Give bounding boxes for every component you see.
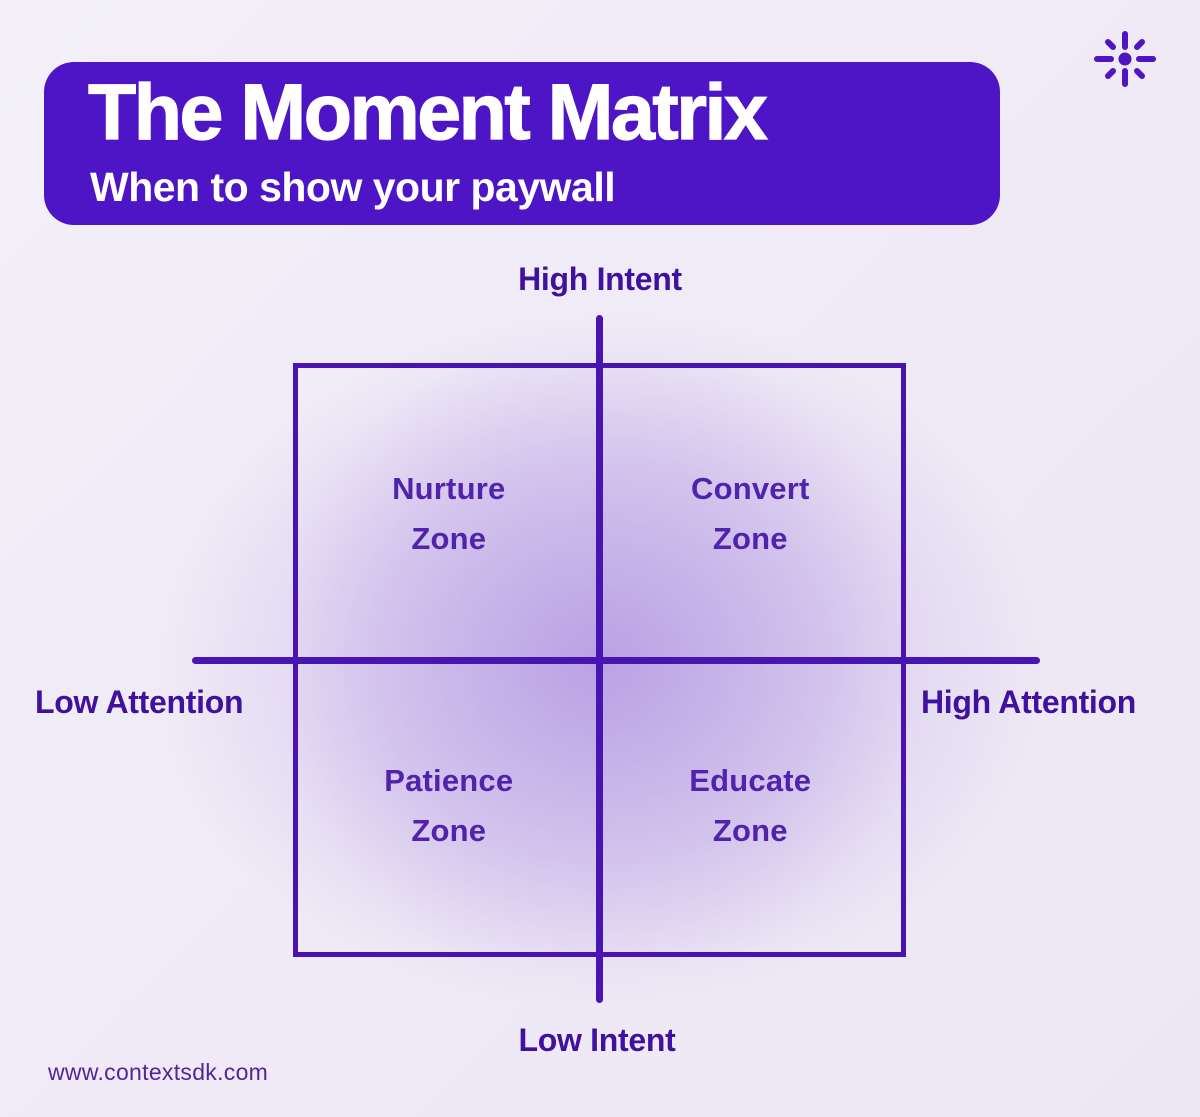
quadrant-bottom-right: Educate Zone <box>600 660 902 952</box>
quadrant-top-right: Convert Zone <box>600 368 902 660</box>
quadrant-label-nurture: Nurture Zone <box>392 470 506 556</box>
axis-label-low-attention: Low Attention <box>35 684 244 720</box>
axis-label-high-attention: High Attention <box>921 684 1137 720</box>
quadrant-bottom-left: Patience Zone <box>298 660 600 952</box>
burst-logo-icon <box>1092 26 1158 92</box>
footer-website-url: www.contextsdk.com <box>48 1059 269 1085</box>
quadrant-top-left: Nurture Zone <box>298 368 600 660</box>
page-subtitle: When to show your paywall <box>90 164 616 210</box>
axis-label-high-intent: High Intent <box>518 261 682 297</box>
header-card: The Moment Matrix When to show your payw… <box>44 62 1000 225</box>
quadrant-label-convert: Convert Zone <box>690 470 810 556</box>
quadrant-label-patience: Patience Zone <box>384 762 514 848</box>
page-title: The Moment Matrix <box>87 66 768 156</box>
axis-horizontal-line <box>192 657 1040 664</box>
quadrant-label-educate: Educate Zone <box>689 762 812 848</box>
axis-label-low-intent: Low Intent <box>518 1022 676 1058</box>
